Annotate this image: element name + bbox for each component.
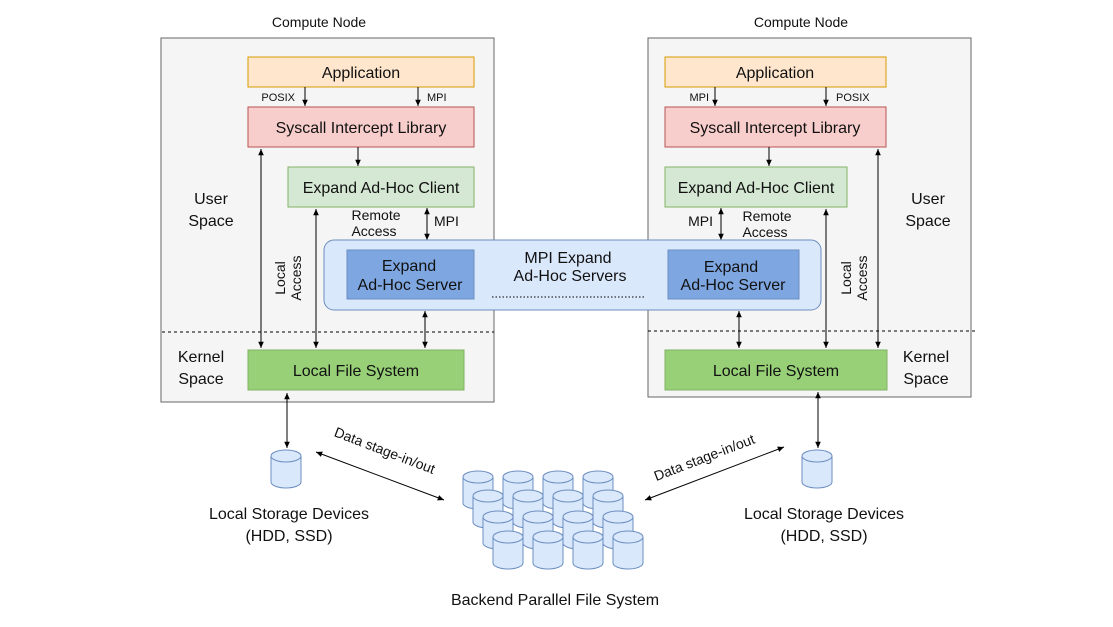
left-server-label-2: Ad-Hoc Server [358,277,464,294]
backend-cylinder [612,530,644,570]
right-local-fs-box [664,349,888,391]
left-server-box [346,249,475,300]
right-storage-label-1: Local Storage Devices [744,506,904,523]
right-application-box [664,56,887,88]
right-application-label: Application [736,65,814,82]
left-local-fs-box [247,349,465,391]
left-storage-label-2: (HDD, SSD) [245,528,332,545]
right-storage-label-2: (HDD, SSD) [780,528,867,545]
right-local-access-rotated: Local Access [838,255,870,300]
right-client-box [664,166,848,208]
server-group-label-2: Ad-Hoc Servers [514,268,627,285]
left-compute-node-box [160,37,495,403]
left-syscall-box [247,106,475,148]
right-compute-node-box [647,37,972,398]
right-kernel-space-label-2: Space [903,371,948,388]
right-node-caption: Compute Node [754,14,848,30]
right-storage-cylinder [801,449,833,489]
left-syscall-label: Syscall Intercept Library [276,120,447,137]
right-client-mpi-label: MPI [688,213,713,229]
left-application-box [247,56,475,88]
left-local-fs-label: Local File System [293,363,419,380]
right-user-space-label-2: Space [905,213,950,230]
backend-storage-cluster [462,470,644,570]
left-stage-label: Data stage-in/out [332,424,437,477]
backend-cylinder [532,530,564,570]
left-user-space-label-1: User [194,191,228,208]
right-remote-access-label-1: Remote [742,208,791,224]
left-posix-label: POSIX [261,92,295,104]
right-local-access-label-1: Local [838,261,854,294]
left-local-access-label-1: Local [272,261,288,294]
right-stage-arrow [644,446,785,501]
backend-cylinder [572,530,604,570]
backend-cylinder [492,530,524,570]
left-mpi-label: MPI [427,92,447,104]
left-remote-access-label-1: Remote [351,207,400,223]
left-client-label: Expand Ad-Hoc Client [303,180,460,197]
server-group-label-1: MPI Expand [524,250,611,267]
left-application-label: Application [322,65,400,82]
right-local-fs-label: Local File System [713,363,839,380]
right-user-space-label-1: User [911,191,945,208]
left-user-space-label-2: Space [188,213,233,230]
left-storage-cylinder [270,449,302,489]
left-stage-arrow [315,451,445,501]
left-kernel-space-label-2: Space [178,371,223,388]
left-kernel-space-label-1: Kernel [178,349,224,366]
right-server-box [667,249,800,300]
right-client-label: Expand Ad-Hoc Client [678,180,835,197]
right-posix-label: POSIX [836,92,870,104]
left-local-access-rotated: Local Access [272,255,304,300]
right-mpi-label: MPI [689,92,709,104]
left-client-box [287,166,475,208]
left-server-label-1: Expand [382,258,436,275]
right-syscall-label: Syscall Intercept Library [690,120,861,137]
left-client-mpi-label: MPI [434,213,459,229]
right-kernel-space-label-1: Kernel [903,349,949,366]
backend-label: Backend Parallel File System [451,592,659,609]
right-server-label-1: Expand [704,259,758,276]
left-remote-access-label-2: Access [351,223,396,239]
left-storage-label-1: Local Storage Devices [209,506,369,523]
left-node-caption: Compute Node [272,14,366,30]
right-stage-label: Data stage-in/out [652,431,757,484]
right-local-access-label-2: Access [854,255,870,300]
right-server-label-2: Ad-Hoc Server [681,277,787,294]
right-syscall-box [664,106,887,148]
right-remote-access-label-2: Access [742,224,787,240]
left-local-access-label-2: Access [288,255,304,300]
